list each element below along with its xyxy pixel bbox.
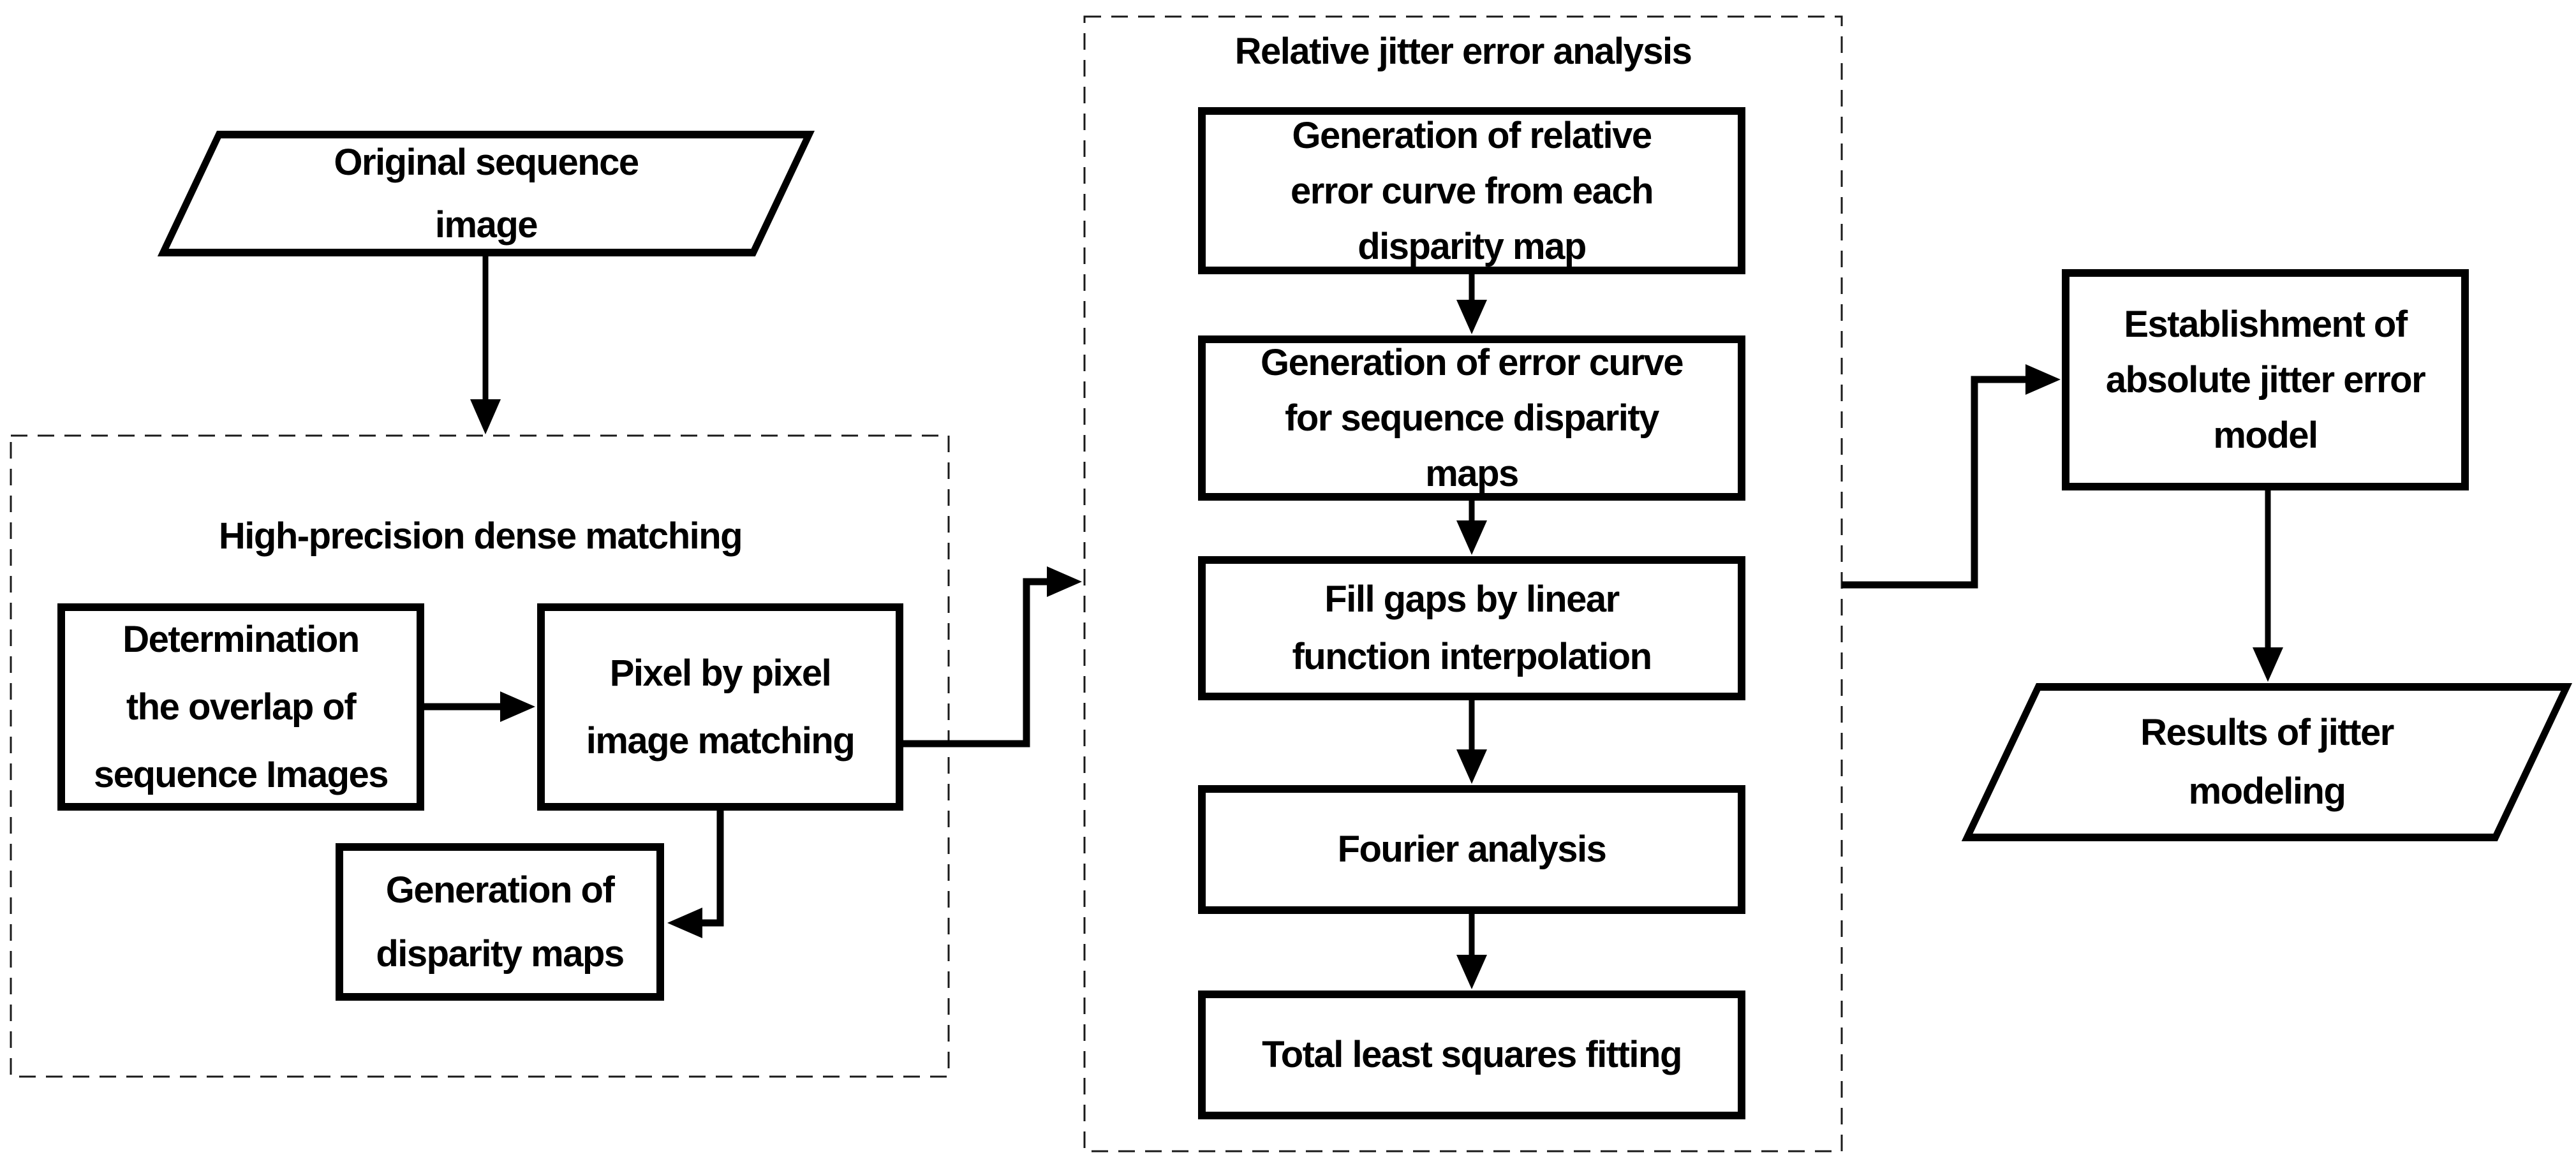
node-label-line: disparity maps [376,932,625,975]
edge-pixel-matching-to-disparity-maps [667,806,724,938]
node-label-line: Original sequence [334,141,639,183]
node-label-line: Pixel by pixel [609,652,832,694]
edge-fill-gaps-to-fourier [1456,699,1487,784]
node-determine-overlap: Determination the overlap of sequence Im… [57,603,424,811]
node-relative-error-curve: Generation of relative error curve from … [1198,107,1745,274]
node-label-line: Generation of relative [1292,114,1652,156]
node-label-line: Generation of error curve [1261,342,1684,383]
node-disparity-maps: Generation of disparity maps [336,843,664,1001]
node-label-line: image [434,203,538,246]
node-label-line: the overlap of [126,686,357,728]
node-label-line: Generation of [385,869,615,911]
edge-sequence-curve-to-fill-gaps [1456,499,1487,555]
node-label-line: maps [1425,453,1519,494]
group-title-jitter-analysis: Relative jitter error analysis [1234,30,1692,72]
node-sequence-error-curve: Generation of error curve for sequence d… [1198,335,1745,501]
node-label-line: model [2213,415,2318,456]
node-results: Results of jitter modeling [1962,683,2572,841]
node-fourier-analysis: Fourier analysis [1198,785,1745,914]
node-label-line: absolute jitter error [2105,359,2426,401]
node-label-line: modeling [2188,770,2346,812]
node-label-line: Fourier analysis [1337,829,1607,870]
edge-fourier-to-tls [1456,913,1487,989]
node-original-image: Original sequence image [158,131,815,256]
group-dense-matching-border [10,434,950,1078]
node-label-line: Fill gaps by linear [1324,578,1620,620]
node-label-line: Establishment of [2124,304,2408,345]
node-tls-fitting: Total least squares fitting [1198,991,1745,1119]
node-label-line: Results of jitter [2140,712,2394,753]
node-jitter-model: Establishment of absolute jitter error m… [2062,269,2469,490]
edge-jitter-analysis-to-model [1842,364,2061,589]
node-label-line: Total least squares fitting [1262,1034,1682,1075]
group-title-dense-matching: High-precision dense matching [218,515,743,557]
node-label-line: disparity map [1358,225,1587,267]
edge-original-to-dense-matching [470,256,501,434]
edge-relative-curve-to-sequence-curve [1456,273,1487,334]
node-label-line: Determination [122,618,360,660]
edge-overlap-to-pixel-matching [424,691,535,722]
node-pixel-matching: Pixel by pixel image matching [537,603,903,811]
node-label-line: error curve from each [1290,170,1654,212]
edge-model-to-results [2253,489,2283,682]
node-fill-gaps: Fill gaps by linear function interpolati… [1198,556,1745,700]
edge-pixel-matching-to-jitter-analysis [901,566,1082,748]
node-label-line: sequence Images [93,753,389,795]
node-label-line: function interpolation [1292,636,1652,677]
node-label-line: image matching [586,719,855,762]
node-label-line: for sequence disparity [1285,397,1659,439]
